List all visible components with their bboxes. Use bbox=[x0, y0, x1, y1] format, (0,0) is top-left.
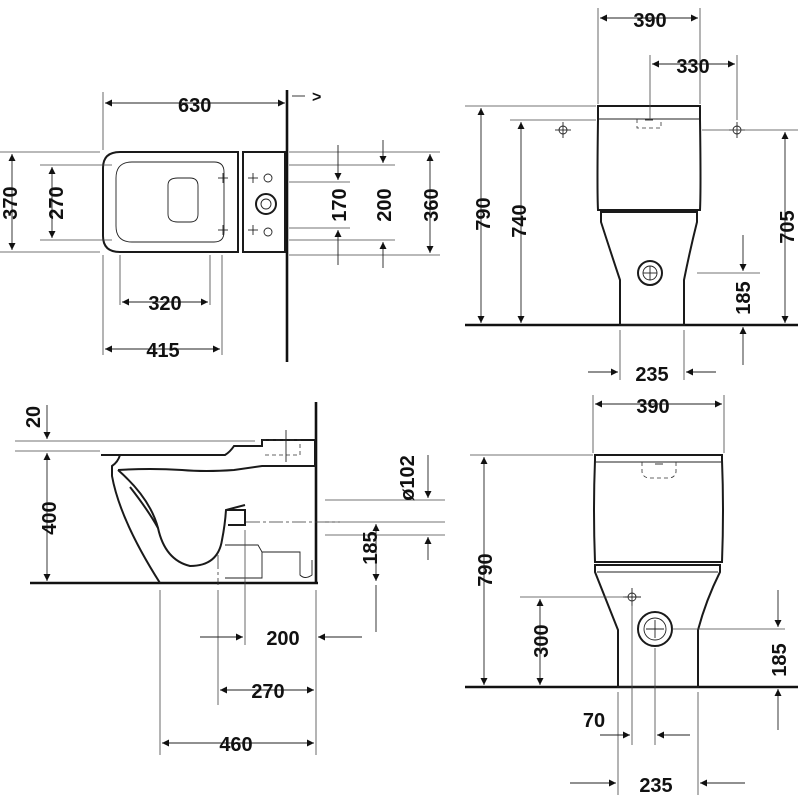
front-top-dim-text-705: 705 bbox=[777, 210, 799, 243]
front-top-dim-text-740: 740 bbox=[509, 204, 531, 237]
side-bowl-outer bbox=[101, 454, 161, 584]
side-dim-text-diameter: ø102 bbox=[397, 455, 419, 501]
front-top-dim-text-390: 390 bbox=[633, 10, 666, 32]
front-top-cistern bbox=[596, 105, 702, 211]
side-outlet bbox=[226, 509, 246, 526]
side-view: 20 400 ø102 185 200 270 460 bbox=[15, 402, 445, 756]
front-bottom-fixing-marks bbox=[623, 588, 664, 638]
front-top-fixing-marks bbox=[555, 122, 745, 280]
front-bottom-dim-text-390: 390 bbox=[636, 396, 669, 418]
plan-dim-text-320: 320 bbox=[148, 293, 181, 315]
front-bottom-dim-text-185: 185 bbox=[769, 643, 791, 676]
front-bottom-pedestal bbox=[594, 564, 721, 688]
front-bottom-outlet-inner bbox=[643, 617, 667, 641]
front-bottom-dim-text-70: 70 bbox=[583, 710, 605, 732]
plan-dim-text-270: 270 bbox=[46, 186, 68, 219]
plan-outlet-circle bbox=[255, 193, 277, 215]
plan-bowl-opening bbox=[167, 177, 199, 223]
side-dim-text-200: 200 bbox=[266, 628, 299, 650]
side-seat bbox=[101, 439, 316, 472]
side-dim-text-270: 270 bbox=[251, 681, 284, 703]
front-bottom-button-hidden bbox=[641, 462, 677, 479]
side-dim-text-400: 400 bbox=[39, 501, 61, 534]
side-cistern-hidden bbox=[262, 439, 301, 456]
side-bowl-inner bbox=[117, 469, 246, 568]
plan-bowl-outline bbox=[102, 151, 239, 253]
plan-dim-text-360: 360 bbox=[421, 188, 443, 221]
front-top-button-hidden bbox=[636, 119, 662, 129]
side-extension-lines bbox=[15, 440, 445, 755]
side-dim-text-460: 460 bbox=[219, 734, 252, 756]
front-view-top: 390 330 790 740 705 185 235 bbox=[465, 8, 799, 386]
plan-dim-text-415: 415 bbox=[146, 340, 179, 362]
plan-outlet-inner bbox=[260, 198, 272, 210]
front-top-dim-text-235: 235 bbox=[635, 364, 668, 386]
front-view-bottom: 390 790 300 185 70 235 bbox=[465, 395, 798, 797]
plan-view: > 630 370 270 320 415 170 200 360 bbox=[0, 89, 443, 362]
side-base bbox=[225, 544, 263, 579]
plan-wall-mark: > bbox=[312, 89, 321, 106]
front-bottom-dim-text-235: 235 bbox=[639, 775, 672, 797]
plan-dim-text-370: 370 bbox=[0, 186, 22, 219]
side-bowl-trap bbox=[129, 486, 159, 529]
front-top-extension-lines bbox=[465, 8, 798, 380]
plan-bowl-inner bbox=[115, 161, 225, 243]
front-bottom-dim-text-300: 300 bbox=[531, 624, 553, 657]
front-bottom-dim-text-790: 790 bbox=[475, 553, 497, 586]
side-connector bbox=[262, 551, 313, 578]
front-bottom-cistern bbox=[593, 454, 724, 563]
plan-dim-text-170: 170 bbox=[329, 188, 351, 221]
plan-extension-lines bbox=[0, 92, 440, 355]
front-top-dim-text-790: 790 bbox=[473, 197, 495, 230]
plan-dim-text-630: 630 bbox=[178, 95, 211, 117]
front-top-outlet-circle bbox=[637, 260, 663, 286]
front-top-dim-text-330: 330 bbox=[676, 56, 709, 78]
plan-dim-text-200: 200 bbox=[374, 188, 396, 221]
plan-fixing-marks bbox=[218, 173, 273, 237]
front-top-dim-text-185: 185 bbox=[733, 281, 755, 314]
side-dim-text-20: 20 bbox=[23, 406, 45, 428]
front-bottom-extension-lines bbox=[470, 395, 785, 795]
front-top-pedestal bbox=[600, 211, 698, 326]
side-dim-text-185: 185 bbox=[360, 531, 382, 564]
plan-cistern bbox=[242, 151, 286, 253]
